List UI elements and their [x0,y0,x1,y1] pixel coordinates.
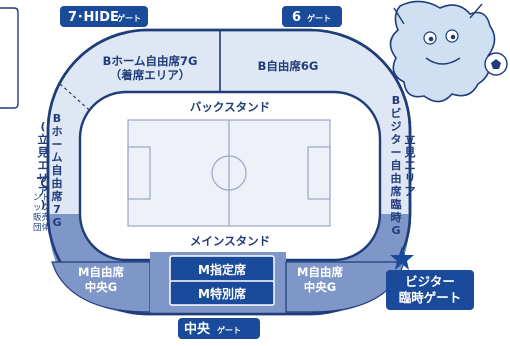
vertical-char: リ [405,172,416,185]
vertical-char: ビ [391,106,402,120]
gate-7-hide-suffix: ゲート [117,13,141,23]
left-panel-line-1: ンド [32,193,50,203]
gate-7-hide-label: 7･HIDE [68,10,119,25]
vertical-char: ア [405,185,416,198]
m-free-left-block[interactable] [51,261,151,313]
soccer-pitch [127,119,331,227]
vertical-char: 7 [53,203,61,216]
m-special-box[interactable] [169,280,275,306]
gate-center[interactable]: 中央 ゲート [178,318,260,339]
left-panel-line-3: 販売 [32,213,50,223]
gate-6-suffix: ゲート [307,13,331,23]
m-reserved-label: M指定席 [198,262,246,277]
b-home-7g-label-1: Bホーム自由席7G [103,54,198,68]
dragon-mascot-icon [389,0,496,103]
vertical-char: 席 [391,184,402,198]
back-stand-label: バックスタンド [190,100,270,114]
vertical-char: 臨 [391,197,402,211]
dashed-divider [59,83,97,117]
vertical-char: 由 [391,171,402,185]
left-info-box [0,7,19,109]
visitor-gate-label-2: 臨時ゲート [399,290,462,305]
vertical-char: G [391,224,400,237]
soccer-ball-icon [484,52,508,76]
vertical-char: エ [38,159,49,172]
vertical-char: タ [391,133,402,146]
vertical-char: 由 [52,176,63,190]
vertical-char: 時 [391,210,402,224]
vertical-char: 立 [38,132,49,146]
gate-7-hide[interactable]: 7･HIDE ゲート [60,6,148,27]
vertical-char: 自 [391,158,402,172]
visitor-gate-label-1: ビジター [405,274,455,289]
vertical-char: リ [38,172,49,185]
m-free-right-label-2: 中央G [304,280,336,294]
vertical-char: B [392,94,400,107]
m-free-left-label-2: 中央G [85,280,117,294]
m-free-right-block[interactable] [285,261,405,313]
visitor-temp-gate[interactable]: ビジター 臨時ゲート [386,270,474,310]
m-free-right-label-1: M自由席 [297,265,343,279]
vertical-char: ) [407,198,412,211]
m-free-left-label-1: M自由席 [78,265,124,279]
vertical-char: 自 [52,163,63,177]
main-stand-label: メインスタンド [190,234,270,248]
vertical-char: ー [52,138,63,151]
gate-6-label: 6 [292,10,301,25]
gate-center-suffix: ゲート [217,325,241,335]
gate-center-label: 中央 [184,321,211,337]
star-icon [390,246,414,270]
vertical-char: ( [40,120,45,133]
vertical-char: B [53,112,61,125]
vertical-char: ホ [52,125,63,138]
vertical-char: 見 [404,146,416,159]
vertical-char: ー [391,146,402,159]
vertical-char: エ [405,159,416,172]
left-panel-line-4: 団体 [32,223,50,233]
gate-6[interactable]: 6 ゲート [282,6,342,27]
vertical-char: ジ [391,120,402,133]
vertical-char: ( [407,120,412,133]
b-home-7g-label-2: （着席エリア） [110,68,191,82]
vertical-char: 立 [405,132,416,146]
vertical-char: ) [40,198,45,211]
m-special-label: M特別席 [198,286,246,301]
vertical-char: ム [52,151,63,164]
b-home-7g-side-label: Bホーム自由席7G [52,112,63,229]
vertical-char: G [52,216,61,229]
left-panel-line-2: ック [32,203,50,213]
left-panel-heading: て [36,175,50,191]
vertical-char: 見 [37,146,49,159]
vertical-char: 席 [52,189,63,203]
vertical-char: ア [38,185,49,198]
b-free-6g-label: B自由席6G [258,59,319,73]
